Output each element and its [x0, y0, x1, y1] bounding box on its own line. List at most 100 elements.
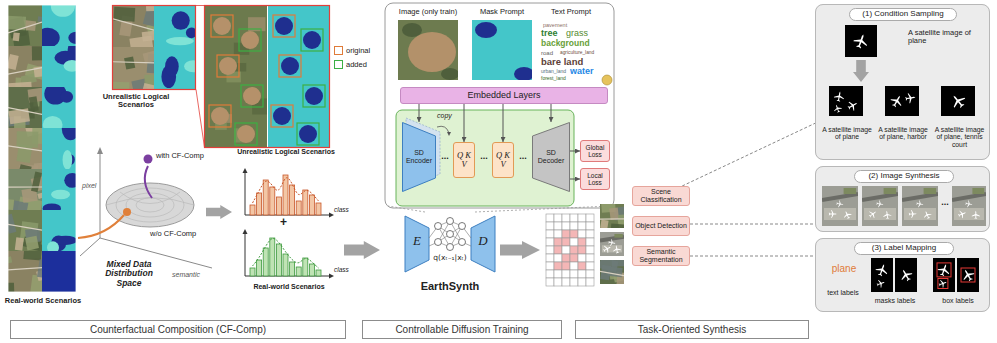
mask-blob [62, 128, 76, 140]
legend-entry: added [334, 60, 367, 69]
original-box [209, 105, 231, 127]
satellite-tile [8, 251, 42, 292]
plane-shape [905, 92, 917, 104]
mask-blob [184, 60, 195, 72]
node-text: (1) Condition Sampling [849, 8, 957, 21]
ellipsis: ... [439, 152, 451, 162]
encoder-trapezoid [403, 123, 436, 192]
field-patch [19, 164, 32, 169]
grid-cell [546, 262, 554, 270]
task-box: Object Detection [632, 216, 690, 236]
mask-blob [305, 87, 323, 105]
mask-tile [42, 169, 76, 210]
connector [690, 224, 815, 225]
plane-shape [883, 210, 892, 219]
node-text: A satellite image of plane [908, 29, 984, 46]
histogram-bar [276, 244, 281, 276]
grid-cell [562, 278, 570, 286]
field-patch [143, 51, 154, 64]
mask-tile [42, 87, 76, 128]
mask-blob [303, 31, 321, 49]
encoder-block: SD Encoder [402, 122, 436, 192]
plane-shape [889, 93, 905, 109]
model-icon: Eq(xₜ₋₁|xₜ)DEarthSynth [405, 212, 495, 300]
cloud-word: road [541, 50, 553, 57]
ground [205, 6, 267, 147]
arrow-shape [853, 60, 869, 82]
mask-blob [514, 67, 532, 80]
histogram-bar [309, 264, 314, 276]
flow-arrow [500, 241, 540, 259]
blob-mesh [136, 198, 164, 212]
satellite-tile [113, 47, 154, 89]
grid-cell [570, 254, 578, 262]
satellite-tile [8, 5, 42, 46]
blob-mesh [116, 188, 184, 222]
satellite-tile [8, 46, 42, 87]
circular-field [241, 31, 259, 49]
chart-title: Unrealistic Logical Scenarios [236, 148, 336, 156]
apron [864, 208, 896, 220]
panel-ground [815, 238, 990, 312]
box-label [961, 268, 975, 282]
field-patch [29, 96, 39, 111]
mask-ground [829, 86, 863, 116]
node-label: Semantic Segmentation [635, 248, 687, 263]
node-label: Task-Oriented Synthesis [578, 324, 806, 335]
cloud-word: bare land [541, 57, 583, 67]
train-image [398, 20, 458, 80]
legend-entry: original [334, 46, 370, 55]
plane-shape [948, 91, 968, 111]
original-box [271, 105, 293, 127]
mask-blob [186, 27, 195, 38]
grid-cell [554, 246, 562, 254]
grid-cell [578, 238, 586, 246]
task-box: Scene Classification [632, 186, 690, 206]
field-patch [13, 32, 20, 41]
satellite-tile [113, 6, 154, 47]
mask-blob [51, 190, 70, 200]
node-label: Embedded Layers [403, 91, 605, 101]
grid-cell [578, 270, 586, 278]
plane-mask [933, 258, 955, 292]
mask-blob [43, 203, 61, 210]
node-label: Scene Classification [635, 188, 687, 203]
ellipsis: ... [515, 152, 531, 162]
grid-cell [562, 214, 570, 222]
histogram-bar [263, 248, 268, 276]
histogram-bar [296, 267, 301, 276]
plane-shape [833, 91, 845, 103]
grid-cell [570, 278, 578, 286]
node-text: D [474, 234, 492, 248]
grid-cell [562, 230, 570, 238]
mask-tile [154, 47, 195, 89]
step-panel: (1) Condition Sampling A satellite image … [815, 4, 990, 160]
histogram-bar [250, 205, 255, 215]
node-label: Controllable Diffusion Training [365, 324, 559, 335]
mask-tile [42, 210, 76, 251]
mask-tile [42, 251, 76, 292]
grid-cell [586, 262, 594, 270]
step-panel: (2) Image Synthesis [815, 166, 990, 232]
field-patch [16, 131, 38, 147]
histogram-bar [257, 193, 262, 215]
axis-label: class [334, 206, 349, 213]
no-cf-comp-dot [123, 208, 131, 216]
circular-field [243, 87, 261, 105]
mask-blob [51, 5, 75, 17]
node-label: Q K V [456, 151, 472, 170]
histogram-bar [250, 268, 255, 276]
grid-cell [586, 254, 594, 262]
plane-shape [909, 210, 917, 218]
network-unit [459, 223, 466, 230]
histogram-bar [303, 258, 308, 276]
ground [952, 186, 986, 226]
plane-shape [829, 210, 837, 218]
mask-ground [42, 210, 76, 251]
path-label: w/o CF-Comp [150, 230, 196, 238]
added-box [297, 123, 319, 145]
mask-blob [63, 150, 73, 169]
axis-head [243, 229, 248, 234]
field-patch [146, 6, 154, 11]
road [600, 271, 624, 275]
